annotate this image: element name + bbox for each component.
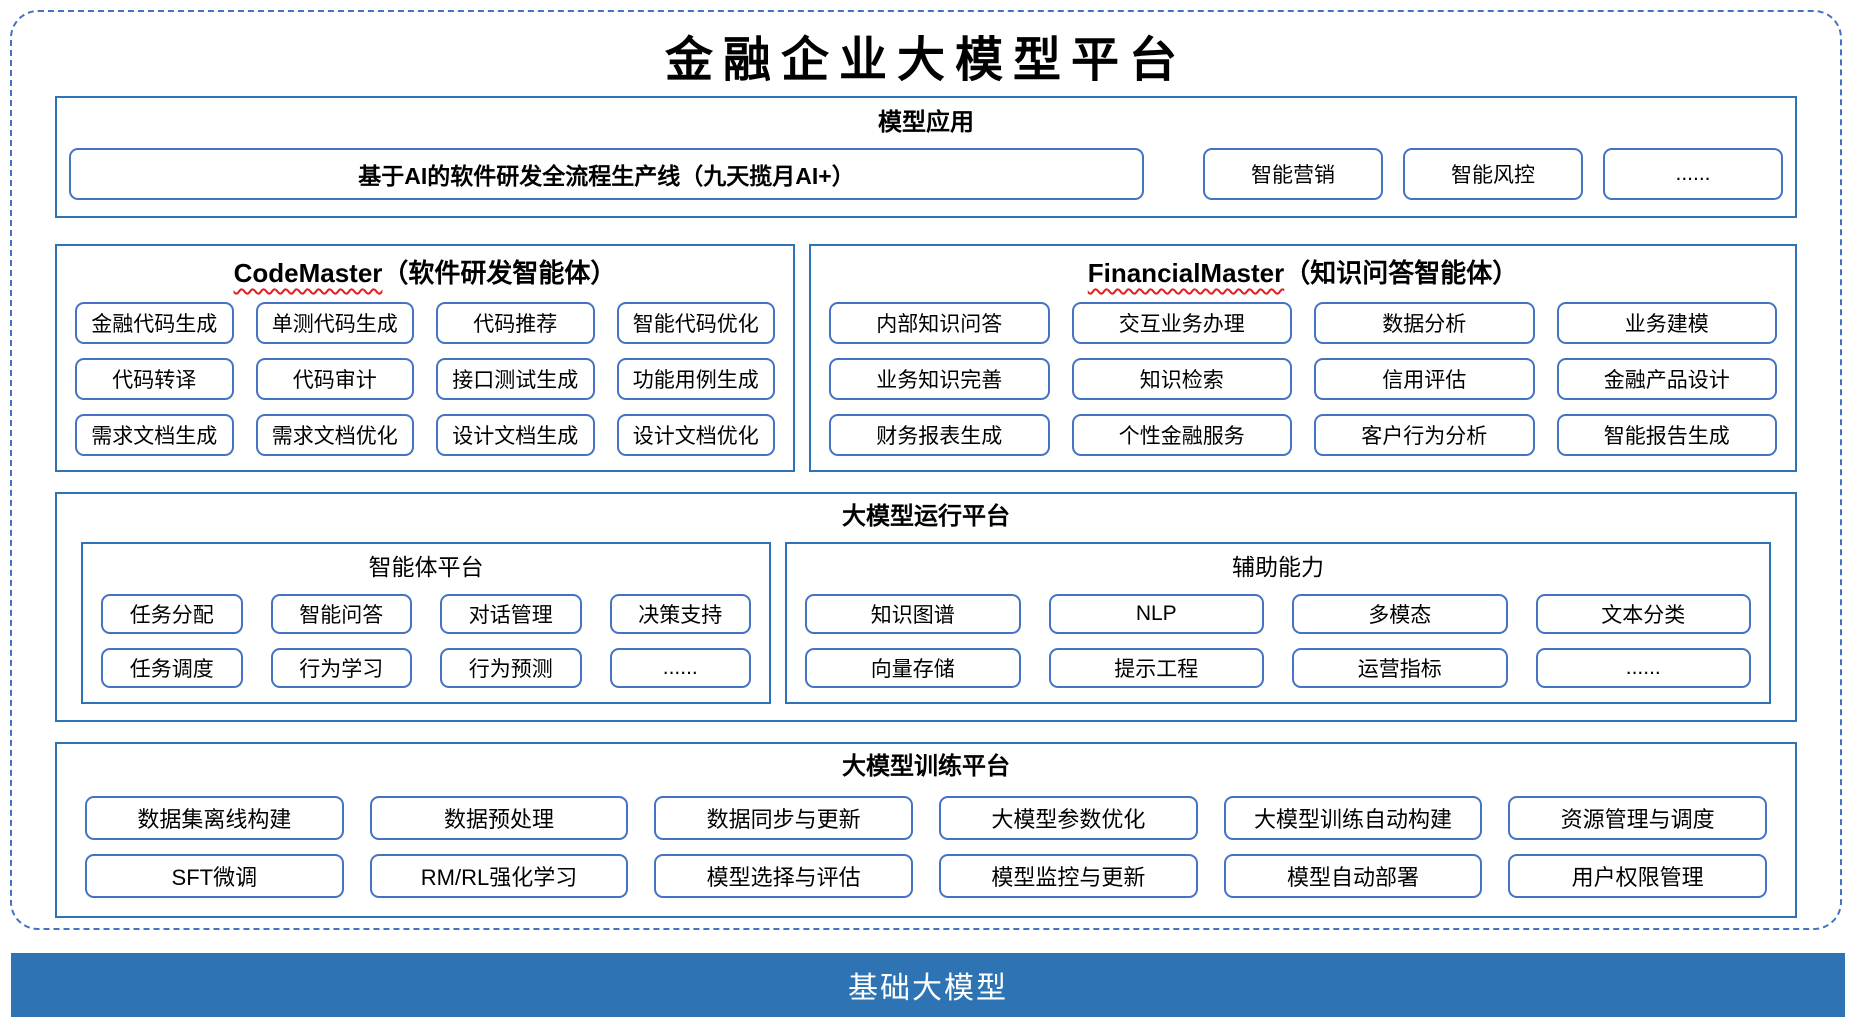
application-box: 智能营销 — [1203, 148, 1383, 200]
capability-box: 任务分配 — [101, 594, 243, 634]
capability-box: 文本分类 — [1535, 594, 1751, 634]
capability-box: 大模型参数优化 — [938, 796, 1198, 840]
agent-platform-group-title: 智能体平台 — [368, 554, 484, 580]
agent-platform-grid: 任务分配智能问答对话管理决策支持任务调度行为学习行为预测...... — [101, 594, 751, 688]
capability-box: 数据分析 — [1314, 302, 1535, 344]
auxiliary-capability-group: 辅助能力 知识图谱 NLP 多模态文本分类向量存储提示工程运营指标...... — [785, 542, 1771, 704]
training-platform-section: 大模型训练平台 数据集离线构建数据预处理数据同步与更新大模型参数优化大模型训练自… — [55, 742, 1797, 918]
capability-box: 模型自动部署 — [1223, 854, 1483, 898]
capability-box: 知识图谱 — [805, 594, 1021, 634]
codemaster-title-zh: （软件研发智能体） — [382, 258, 617, 288]
capability-box: ...... — [609, 648, 751, 688]
capability-box: 需求文档优化 — [255, 414, 414, 456]
capability-box: 内部知识问答 — [829, 302, 1050, 344]
financialmaster-section: FinancialMaster（知识问答智能体） 内部知识问答交互业务办理数据分… — [809, 244, 1797, 472]
application-box: 智能风控 — [1403, 148, 1583, 200]
capability-box: RM/RL强化学习 — [369, 854, 629, 898]
model-applications-title: 模型应用 — [878, 109, 974, 136]
capability-box: 数据集离线构建 — [85, 796, 344, 840]
runtime-platform-section: 大模型运行平台 智能体平台 任务分配智能问答对话管理决策支持任务调度行为学习行为… — [55, 492, 1797, 722]
capability-box: 设计文档生成 — [436, 414, 595, 456]
capability-box: 行为预测 — [440, 648, 582, 688]
capability-box: 业务知识完善 — [829, 358, 1050, 400]
capability-box: 功能用例生成 — [616, 358, 775, 400]
capability-box: 提示工程 — [1048, 648, 1264, 688]
capability-box: 金融产品设计 — [1556, 358, 1777, 400]
financialmaster-title-en: FinancialMaster — [1087, 258, 1285, 288]
capability-box: 客户行为分析 — [1314, 414, 1535, 456]
capability-box: 接口测试生成 — [436, 358, 595, 400]
financialmaster-title: FinancialMaster（知识问答智能体） — [829, 254, 1777, 292]
capability-box: 金融代码生成 — [75, 302, 234, 344]
training-platform-title: 大模型训练平台 — [842, 753, 1010, 780]
capability-box: 代码转译 — [75, 358, 234, 400]
capability-box: 决策支持 — [609, 594, 751, 634]
capability-box: 需求文档生成 — [75, 414, 234, 456]
capability-box: 智能报告生成 — [1556, 414, 1777, 456]
training-platform-grid: 数据集离线构建数据预处理数据同步与更新大模型参数优化大模型训练自动构建资源管理与… — [85, 796, 1767, 898]
capability-box: ...... — [1535, 648, 1751, 688]
capability-box: 业务建模 — [1556, 302, 1777, 344]
capability-box: 大模型训练自动构建 — [1223, 796, 1483, 840]
capability-box: 任务调度 — [101, 648, 243, 688]
agents-row: CodeMaster（软件研发智能体） 金融代码生成单测代码生成代码推荐智能代码… — [55, 244, 1797, 472]
financialmaster-title-zh: （知识问答智能体） — [1284, 258, 1519, 288]
capability-box: 个性金融服务 — [1071, 414, 1292, 456]
codemaster-title-en: CodeMaster — [233, 258, 383, 288]
platform-dashed-frame: 金融企业大模型平台 模型应用 基于AI的软件研发全流程生产线（九天揽月AI+） … — [10, 10, 1842, 930]
capability-box: 模型选择与评估 — [654, 854, 913, 898]
model-applications-side-boxes: 智能营销智能风控...... — [1203, 148, 1783, 200]
runtime-platform-row: 智能体平台 任务分配智能问答对话管理决策支持任务调度行为学习行为预测......… — [81, 542, 1771, 704]
capability-box: 运营指标 — [1292, 648, 1508, 688]
capability-box: 用户权限管理 — [1508, 854, 1767, 898]
capability-box: 设计文档优化 — [616, 414, 775, 456]
capability-box: 模型监控与更新 — [938, 854, 1198, 898]
model-applications-row: 基于AI的软件研发全流程生产线（九天揽月AI+） 智能营销智能风控...... — [69, 148, 1783, 200]
capability-box: 代码审计 — [255, 358, 414, 400]
capability-box: NLP — [1048, 594, 1264, 634]
financialmaster-capabilities-grid: 内部知识问答交互业务办理数据分析业务建模业务知识完善知识检索信用评估金融产品设计… — [829, 302, 1777, 456]
capability-box: 单测代码生成 — [255, 302, 414, 344]
capability-box: 知识检索 — [1071, 358, 1292, 400]
capability-box: 对话管理 — [440, 594, 582, 634]
auxiliary-capability-group-title: 辅助能力 — [1232, 554, 1324, 580]
capability-box: 交互业务办理 — [1071, 302, 1292, 344]
capability-box: 智能代码优化 — [616, 302, 775, 344]
application-box: ...... — [1603, 148, 1783, 200]
capability-box: 代码推荐 — [436, 302, 595, 344]
codemaster-section: CodeMaster（软件研发智能体） 金融代码生成单测代码生成代码推荐智能代码… — [55, 244, 795, 472]
capability-box: 资源管理与调度 — [1508, 796, 1767, 840]
capability-box: 财务报表生成 — [829, 414, 1050, 456]
page-title: 金融企业大模型平台 — [664, 32, 1187, 88]
capability-box: 信用评估 — [1314, 358, 1535, 400]
agent-platform-group: 智能体平台 任务分配智能问答对话管理决策支持任务调度行为学习行为预测...... — [81, 542, 771, 704]
model-applications-section: 模型应用 基于AI的软件研发全流程生产线（九天揽月AI+） 智能营销智能风控..… — [55, 96, 1797, 218]
capability-box: 智能问答 — [270, 594, 412, 634]
capability-box: 数据同步与更新 — [654, 796, 913, 840]
capability-box: 多模态 — [1292, 594, 1508, 634]
ai-pipeline-box: 基于AI的软件研发全流程生产线（九天揽月AI+） — [69, 148, 1144, 200]
codemaster-capabilities-grid: 金融代码生成单测代码生成代码推荐智能代码优化代码转译代码审计接口测试生成功能用例… — [75, 302, 775, 456]
capability-box: SFT微调 — [85, 854, 344, 898]
foundation-model-bar: 基础大模型 — [11, 953, 1845, 1017]
codemaster-title: CodeMaster（软件研发智能体） — [75, 254, 775, 292]
capability-box: 向量存储 — [805, 648, 1021, 688]
auxiliary-capability-grid: 知识图谱 NLP 多模态文本分类向量存储提示工程运营指标...... — [805, 594, 1751, 688]
runtime-platform-title: 大模型运行平台 — [842, 503, 1010, 530]
capability-box: 数据预处理 — [369, 796, 629, 840]
capability-box: 行为学习 — [270, 648, 412, 688]
